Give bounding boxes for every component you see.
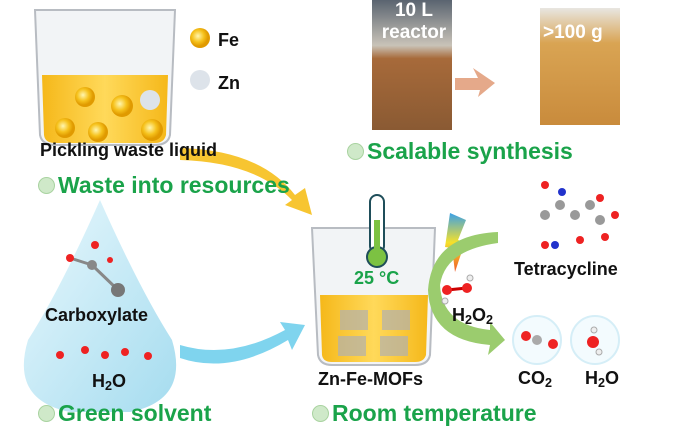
smiley-icon: [312, 405, 329, 422]
pickling-label: Pickling waste liquid: [40, 140, 218, 160]
co2-molecule-icon: [512, 315, 562, 365]
zn-legend-label: Zn: [218, 73, 240, 93]
solvent-arrow-icon: [180, 322, 305, 364]
h2o2-molecule-icon: [441, 274, 474, 305]
smiley-icon: [38, 405, 55, 422]
smiley-icon: [347, 143, 364, 160]
heading-text: Waste into resources: [58, 172, 290, 198]
fe-legend-label: Fe: [218, 30, 240, 50]
smiley-icon: [38, 177, 55, 194]
heading-waste: Waste into resources: [38, 172, 290, 199]
heading-room: Room temperature: [312, 400, 536, 427]
reactor-caption-line1: 10 L: [394, 0, 434, 21]
scale-up-arrow-icon: [455, 68, 495, 97]
light-icon: [445, 213, 466, 272]
thermometer-icon: [366, 194, 388, 268]
product-photo-caption: >100 g: [543, 22, 603, 43]
tetracycline-molecule-icon: [540, 181, 619, 249]
heading-text: Scalable synthesis: [367, 138, 573, 164]
waste-liquid-beaker: [33, 9, 177, 146]
waste-arrow-icon: [180, 148, 312, 215]
carboxylate-label: Carboxylate: [45, 305, 149, 325]
reaction-arrow-icon: [428, 232, 505, 355]
h2o2-label: H2O2: [452, 305, 494, 328]
heading-green: Green solvent: [38, 400, 211, 427]
mof-label: Zn-Fe-MOFs: [318, 369, 423, 389]
solvent-water-label: H2O: [92, 371, 127, 394]
reactor-photo-caption: 10 L reactor: [376, 0, 452, 44]
tetracycline-label: Tetracycline: [514, 259, 618, 279]
h2o-label: H2O: [585, 368, 620, 391]
reactor-photo: [372, 0, 452, 130]
temperature-label: 25 °C: [354, 268, 400, 288]
water-molecules-icon: [56, 346, 152, 360]
co2-label: CO2: [518, 368, 553, 391]
h2o-molecule-icon: [570, 315, 620, 365]
solvent-drop: [23, 200, 177, 412]
mof-beaker: [310, 227, 437, 366]
heading-scalable: Scalable synthesis: [347, 138, 573, 165]
heading-text: Room temperature: [332, 400, 537, 426]
product-photo: [540, 8, 620, 125]
zn-legend-icon: [190, 70, 210, 90]
heading-text: Green solvent: [58, 400, 212, 426]
fe-legend-icon: [190, 28, 210, 48]
carboxylate-molecule-icon: [66, 241, 125, 297]
reactor-caption-line2: reactor: [381, 22, 447, 43]
